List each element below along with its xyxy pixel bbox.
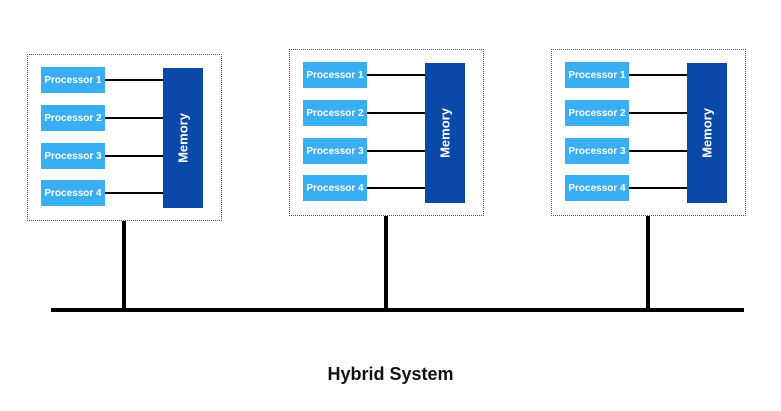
processor-memory-link xyxy=(105,79,163,81)
processor-memory-link xyxy=(105,155,163,157)
memory-label: Memory xyxy=(437,108,453,158)
diagram-caption: Hybrid System xyxy=(327,364,454,384)
smp-node-2: Processor 1 Processor 2 Processor 3 Proc… xyxy=(289,49,484,216)
processor-block: Processor 2 xyxy=(303,100,367,126)
processor-block: Processor 4 xyxy=(41,180,105,206)
processor-block: Processor 4 xyxy=(303,175,367,201)
processor-block: Processor 4 xyxy=(565,175,629,201)
processor-block: Processor 2 xyxy=(565,100,629,126)
processor-block: Processor 3 xyxy=(41,143,105,169)
processor-memory-link xyxy=(629,74,687,76)
memory-block: Memory xyxy=(425,63,465,203)
processor-block: Processor 1 xyxy=(565,62,629,88)
processor-block: Processor 3 xyxy=(303,138,367,164)
processor-memory-link xyxy=(629,187,687,189)
processor-memory-link xyxy=(367,187,425,189)
node-bus-connector xyxy=(122,221,126,310)
processor-memory-link xyxy=(629,112,687,114)
processor-block: Processor 2 xyxy=(41,105,105,131)
memory-label: Memory xyxy=(699,108,715,158)
processor-memory-link xyxy=(367,112,425,114)
node-bus-connector xyxy=(384,216,388,310)
processor-memory-link xyxy=(105,117,163,119)
smp-node-3: Processor 1 Processor 2 Processor 3 Proc… xyxy=(551,49,746,216)
memory-block: Memory xyxy=(163,68,203,208)
interconnect-bus xyxy=(51,308,744,312)
processor-memory-link xyxy=(367,150,425,152)
processor-memory-link xyxy=(629,150,687,152)
node-bus-connector xyxy=(646,216,650,310)
processor-block: Processor 3 xyxy=(565,138,629,164)
memory-block: Memory xyxy=(687,63,727,203)
processor-memory-link xyxy=(367,74,425,76)
processor-memory-link xyxy=(105,192,163,194)
processor-block: Processor 1 xyxy=(41,67,105,93)
memory-label: Memory xyxy=(175,113,191,163)
processor-block: Processor 1 xyxy=(303,62,367,88)
smp-node-1: Processor 1 Processor 2 Processor 3 Proc… xyxy=(27,54,222,221)
